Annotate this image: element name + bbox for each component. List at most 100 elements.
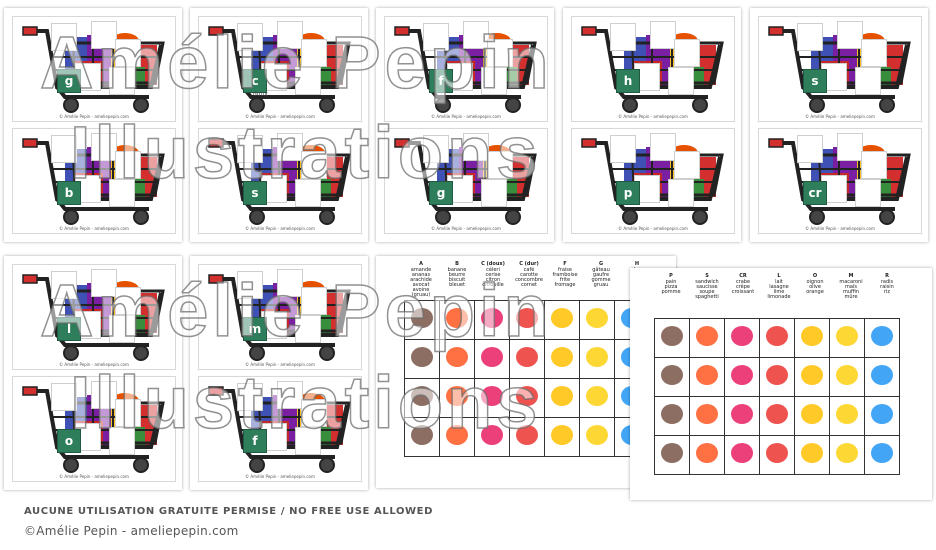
picture-cell bbox=[724, 357, 760, 397]
food-picture-slot bbox=[861, 39, 887, 67]
column-letter: S bbox=[705, 273, 709, 279]
food-picture bbox=[661, 365, 683, 385]
food-picture bbox=[411, 386, 433, 406]
column-letter: O bbox=[812, 273, 818, 279]
food-picture bbox=[411, 308, 433, 328]
column-word: muffin bbox=[842, 289, 860, 295]
food-picture bbox=[696, 326, 718, 346]
food-picture bbox=[481, 308, 503, 328]
food-picture-slot bbox=[610, 135, 636, 163]
picture-cell bbox=[579, 417, 615, 457]
food-picture-slot bbox=[650, 21, 676, 49]
picture-cell bbox=[759, 396, 795, 436]
column-word: citron bbox=[485, 277, 501, 283]
food-picture-slot bbox=[277, 21, 303, 49]
cart-card: g© Amélie Pepin - ameliepepin.com bbox=[384, 128, 548, 234]
letter-tile: s bbox=[243, 181, 267, 205]
food-picture bbox=[836, 365, 858, 385]
column-word: macaroni bbox=[839, 279, 863, 285]
column-word: café bbox=[523, 267, 535, 273]
card-credit: © Amélie Pepin - ameliepepin.com bbox=[805, 226, 875, 231]
card-credit: © Amélie Pepin - ameliepepin.com bbox=[618, 114, 688, 119]
column-word: pomme bbox=[661, 289, 681, 295]
food-picture-slot bbox=[463, 21, 489, 49]
usage-notice: AUCUNE UTILISATION GRATUITE PERMISE / NO… bbox=[24, 506, 434, 517]
food-picture-slot bbox=[797, 23, 823, 51]
food-picture-slot bbox=[109, 427, 135, 455]
food-picture-slot bbox=[855, 67, 881, 95]
food-picture bbox=[871, 404, 893, 424]
watermark-text: Amélie Pepin bbox=[39, 20, 553, 105]
picture-cell bbox=[864, 435, 900, 475]
column-word: gâteau bbox=[592, 267, 610, 273]
food-picture-slot bbox=[237, 271, 263, 299]
cart-card-page: f© Amélie Pepin - ameliepepin.com g© Amé… bbox=[376, 8, 554, 242]
picture-cell bbox=[544, 300, 580, 340]
picture-cell bbox=[724, 318, 760, 358]
food-picture bbox=[551, 386, 573, 406]
food-picture bbox=[801, 365, 823, 385]
letter-tile: g bbox=[57, 69, 81, 93]
card-credit: © Amélie Pepin - ameliepepin.com bbox=[245, 114, 315, 119]
picture-cell bbox=[544, 417, 580, 457]
food-picture bbox=[731, 365, 753, 385]
picture-cell bbox=[794, 357, 830, 397]
copyright-credit: ©Amélie Pepin - ameliepepin.com bbox=[24, 524, 239, 538]
food-picture-slot bbox=[837, 21, 863, 49]
food-picture-slot bbox=[668, 179, 694, 207]
food-picture-slot bbox=[481, 179, 507, 207]
food-picture-slot bbox=[115, 399, 141, 427]
column-word: concombre bbox=[515, 277, 543, 283]
food-picture-slot bbox=[301, 151, 327, 179]
cart-card: l© Amélie Pepin - ameliepepin.com bbox=[12, 264, 176, 370]
picture-cell bbox=[864, 396, 900, 436]
column-word: raisin bbox=[880, 284, 894, 290]
food-picture-slot bbox=[237, 383, 263, 411]
picture-cell bbox=[759, 318, 795, 358]
food-picture-slot bbox=[481, 67, 507, 95]
food-picture bbox=[411, 347, 433, 367]
letter-tile: l bbox=[57, 317, 81, 341]
picture-cell bbox=[864, 318, 900, 358]
food-picture-slot bbox=[115, 39, 141, 67]
food-picture-slot bbox=[277, 269, 303, 297]
column-word: spaghetti bbox=[695, 294, 719, 300]
picture-cell bbox=[509, 339, 545, 379]
cart-card-page: h© Amélie Pepin - ameliepepin.com p© Amé… bbox=[563, 8, 741, 242]
column-word: pain bbox=[665, 279, 677, 285]
column-word: lasagne bbox=[769, 284, 789, 290]
column-word: avoine (gruau) bbox=[411, 287, 431, 298]
cart-card: cr© Amélie Pepin - ameliepepin.com bbox=[758, 128, 922, 234]
cart-card: g © Amélie Pepin - ameliepepin.com bbox=[12, 16, 176, 122]
column-word: gaufre bbox=[592, 272, 610, 278]
food-picture-slot bbox=[423, 135, 449, 163]
letter-tile: s bbox=[803, 69, 827, 93]
card-credit: © Amélie Pepin - ameliepepin.com bbox=[59, 226, 129, 231]
column-word: orange bbox=[806, 289, 824, 295]
food-picture-slot bbox=[295, 427, 321, 455]
picture-cell bbox=[689, 435, 725, 475]
card-credit: © Amélie Pepin - ameliepepin.com bbox=[59, 114, 129, 119]
food-picture bbox=[446, 386, 468, 406]
food-picture bbox=[801, 443, 823, 463]
picture-cell bbox=[689, 318, 725, 358]
picture-cell bbox=[404, 300, 440, 340]
column-word: lait bbox=[775, 279, 783, 285]
column-word: banane bbox=[447, 267, 467, 273]
food-picture-slot bbox=[423, 23, 449, 51]
letter-tile: f bbox=[429, 69, 453, 93]
cart-card: b© Amélie Pepin - ameliepepin.com bbox=[12, 128, 176, 234]
food-picture bbox=[836, 326, 858, 346]
picture-cell bbox=[759, 435, 795, 475]
column-word: carotte bbox=[520, 272, 538, 278]
cart-card-page: g © Amélie Pepin - ameliepepin.com b© Amé… bbox=[4, 8, 182, 242]
cart-card: p© Amélie Pepin - ameliepepin.com bbox=[571, 128, 735, 234]
column-word: citrouille bbox=[482, 282, 504, 288]
food-picture-slot bbox=[277, 381, 303, 409]
column-letter: C (doux) bbox=[481, 261, 505, 267]
food-picture-slot bbox=[463, 133, 489, 161]
